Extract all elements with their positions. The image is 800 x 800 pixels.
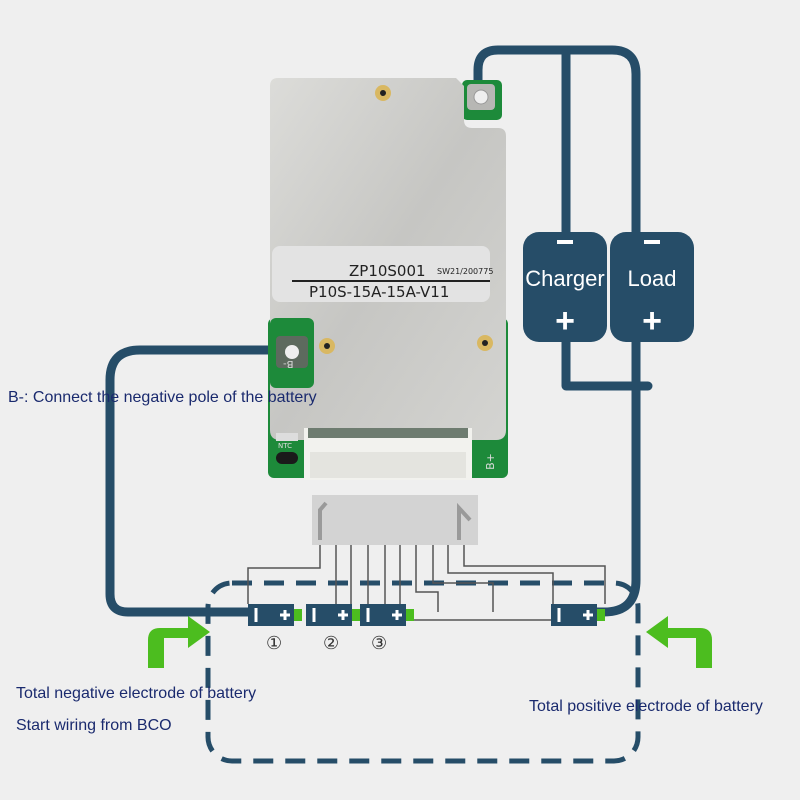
ntc-label: NTC [278,442,292,450]
cell-10 [551,604,605,626]
bms-board [268,78,508,480]
b-minus-wire [105,345,287,617]
charger-plus-icon: + [555,302,575,340]
b-minus-annotation: B-: Connect the negative pole of the bat… [8,389,317,406]
total-positive-annotation: Total positive electrode of battery [529,698,763,715]
cell-number-3: ③ [371,633,388,654]
charger-minus-icon [557,240,573,244]
load-block: Load + [610,232,694,342]
start-wiring-annotation: Start wiring from BCO [16,717,172,734]
cell-1 [248,604,302,626]
balance-connector-plug [312,495,478,545]
arrow-positive-icon [646,616,712,668]
charger-label: Charger [525,266,605,291]
charger-block: Charger + [523,232,607,342]
load-plus-icon: + [642,302,662,340]
board-serial: SW21/200775 [437,267,494,276]
b-plus-wire [473,45,641,617]
load-label: Load [627,266,677,291]
cell-2 [306,604,360,626]
board-model: ZP10S001 [349,262,426,280]
arrow-negative-icon [148,616,210,668]
main-wires [105,45,653,617]
board-spec: P10S-15A-15A-V11 [309,283,450,301]
cell-number-2: ② [323,633,340,654]
cell-3 [360,604,414,626]
load-minus-icon [644,240,660,244]
pad-b-plus-label: B+ [483,453,497,470]
cell-number-1: ① [266,633,283,654]
total-negative-annotation: Total negative electrode of battery [16,685,257,702]
balance-wires [247,545,606,621]
cells [248,604,605,626]
pad-b-minus-label: B- [283,358,294,369]
battery-pack-outline [205,580,641,764]
cell-polarity-marks [254,608,593,622]
charger-plus-wire [561,337,653,391]
